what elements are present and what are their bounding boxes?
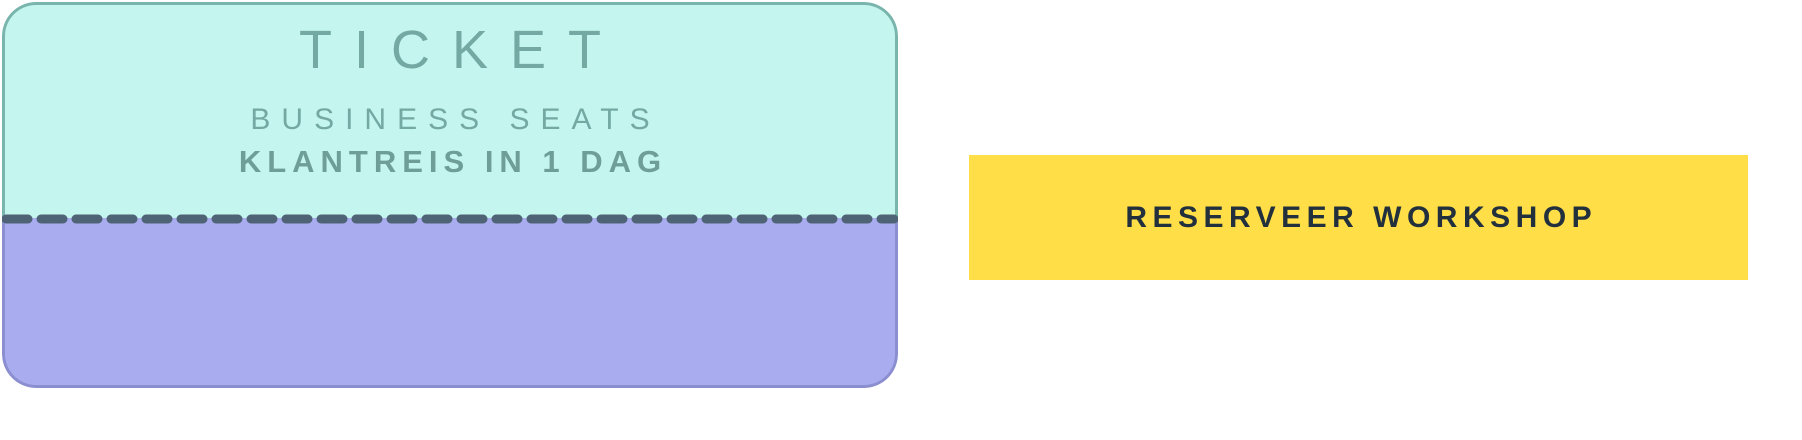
ticket-card: TICKET BUSINESS SEATS KLANTREIS IN 1 DAG… — [2, 2, 898, 388]
ticket-lower-section: GRONINGEN — [2, 218, 898, 388]
ticket-upper-section: TICKET BUSINESS SEATS KLANTREIS IN 1 DAG — [2, 2, 898, 218]
ticket-tagline: KLANTREIS IN 1 DAG — [238, 144, 668, 179]
reserve-workshop-button[interactable]: RESERVEER WORKSHOP — [969, 155, 1748, 280]
ticket-title: TICKET — [298, 20, 623, 80]
reserve-workshop-button-label: RESERVEER WORKSHOP — [1125, 200, 1598, 234]
ticket-perforation-divider — [2, 213, 898, 224]
ticket-subtitle: BUSINESS SEATS — [250, 103, 661, 136]
